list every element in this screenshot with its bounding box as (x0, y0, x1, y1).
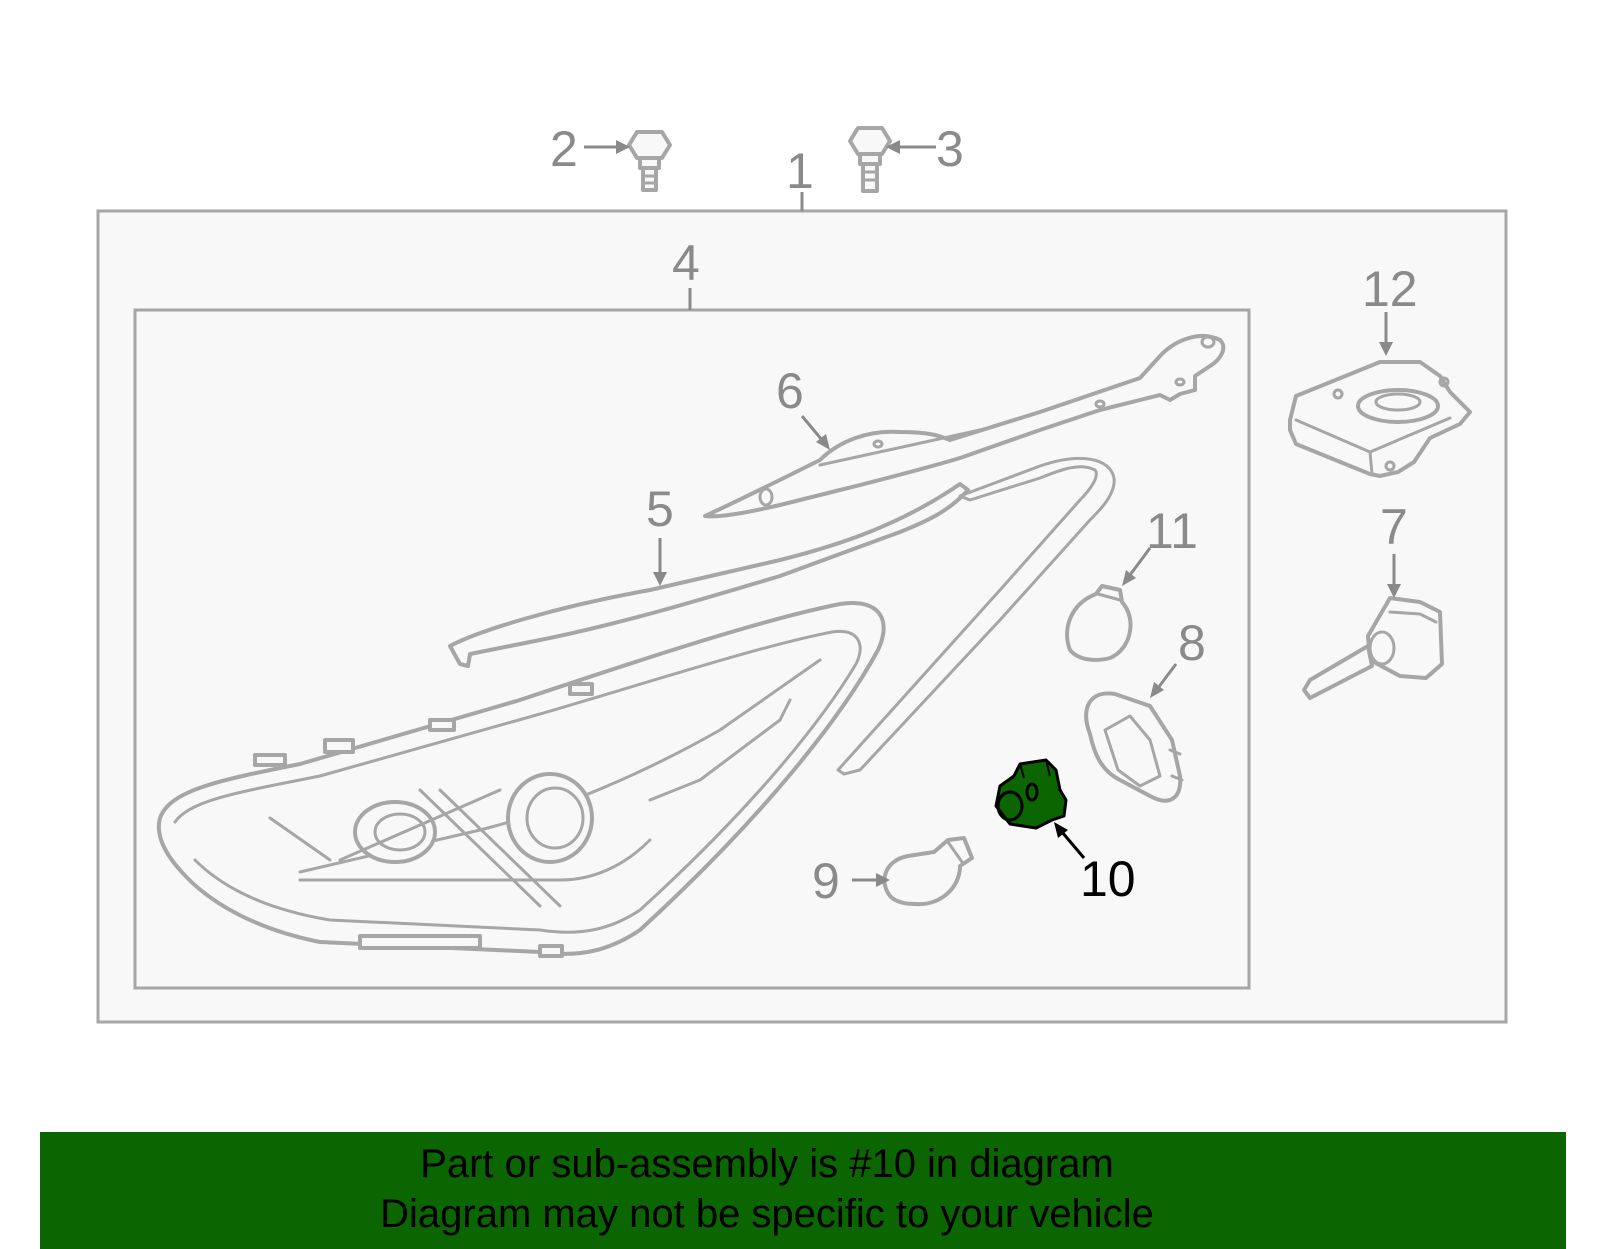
callout-1: 1 (786, 143, 814, 199)
bulb-9 (882, 836, 974, 907)
socket-8 (1084, 691, 1184, 803)
headlamp-housing (156, 601, 886, 958)
banner-line-part-number: Part or sub-assembly is #10 in diagram (420, 1142, 1114, 1186)
banner-line-disclaimer: Diagram may not be specific to your vehi… (380, 1192, 1154, 1236)
arrow-10 (1054, 822, 1068, 838)
bulb-11 (1065, 584, 1133, 662)
callout-2: 2 (550, 121, 578, 177)
callout-7: 7 (1380, 499, 1408, 555)
callout-3: 3 (936, 121, 964, 177)
bracket-6 (703, 334, 1226, 519)
leader-8 (1156, 663, 1178, 689)
callout-8: 8 (1178, 615, 1206, 671)
info-banner: Part or sub-assembly is #10 in diagram D… (40, 1132, 1566, 1249)
callout-4: 4 (672, 235, 700, 291)
leader-11 (1128, 547, 1152, 576)
leader-10 (1060, 831, 1086, 859)
hid-bulb-7 (1302, 596, 1444, 700)
bolt-2 (627, 130, 672, 192)
housing-seal (836, 456, 1116, 776)
callout-11: 11 (1146, 503, 1198, 559)
callout-6: 6 (776, 363, 804, 419)
callout-9: 9 (812, 853, 840, 909)
leader-6 (800, 415, 824, 441)
bolt-3 (848, 126, 892, 193)
ballast-12 (1288, 360, 1472, 478)
part-10-highlighted[interactable] (994, 758, 1068, 830)
callout-10[interactable]: 10 (1080, 851, 1136, 907)
callout-12: 12 (1362, 261, 1418, 317)
trim-strip-5 (448, 482, 970, 668)
callout-5: 5 (646, 481, 674, 537)
